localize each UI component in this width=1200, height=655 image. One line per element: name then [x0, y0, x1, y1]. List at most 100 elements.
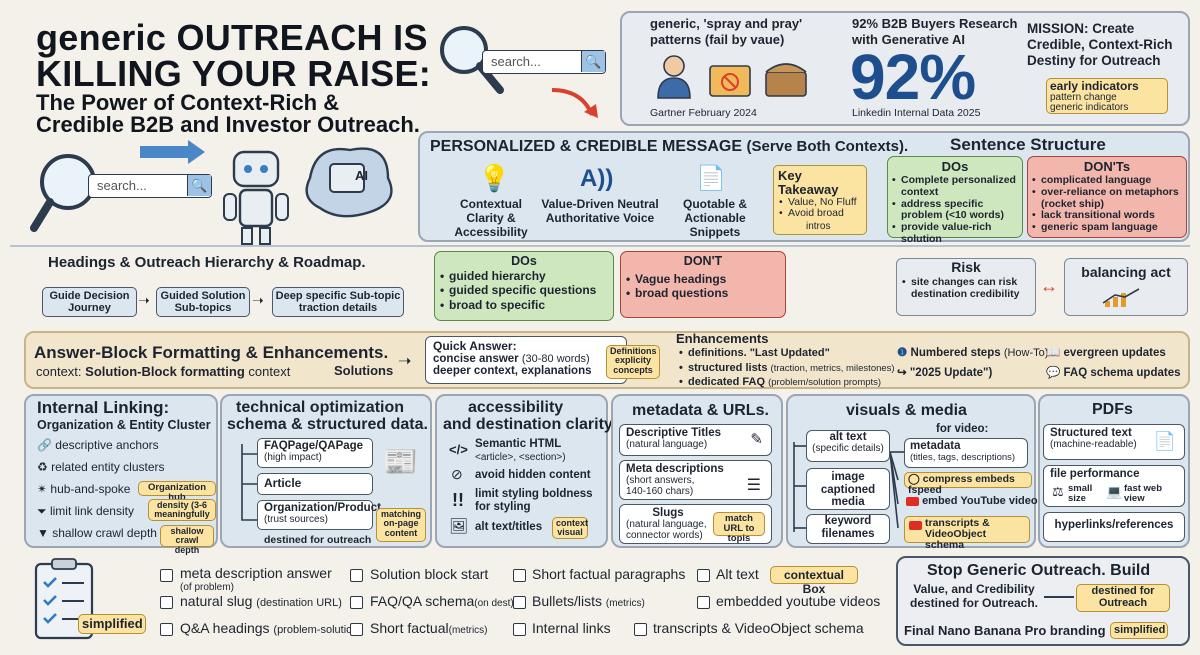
- meta-desc-label: Meta descriptions: [626, 463, 724, 475]
- code-icon: </>: [449, 442, 468, 457]
- enhancements-title: Enhancements: [676, 331, 769, 346]
- checkbox[interactable]: [160, 596, 173, 609]
- headings-dont-title: DON'T: [683, 254, 723, 268]
- search-icon[interactable]: 🔍: [581, 51, 605, 72]
- checkbox[interactable]: [160, 569, 173, 582]
- headings-dos-item: guided hierarchy: [439, 269, 609, 284]
- checkbox[interactable]: [350, 569, 363, 582]
- answer-context-prefix: context:: [36, 364, 82, 379]
- checklist-item[interactable]: embedded youtube videos: [716, 593, 881, 609]
- quick-answer-line1-small: (30-80 words): [521, 353, 590, 365]
- numbered-label: Numbered steps: [910, 347, 1001, 359]
- footer-dest-note: destined for Outreach: [1076, 584, 1170, 612]
- checklist-item[interactable]: Bullets/lists (metrics): [532, 593, 645, 609]
- filter-icon: ⏷: [37, 504, 47, 518]
- destined-label: destined for outreach: [264, 534, 372, 546]
- checkbox[interactable]: [350, 623, 363, 636]
- solutions-label: Solutions: [334, 363, 394, 378]
- search-bar-top[interactable]: search... 🔍: [482, 50, 606, 74]
- checklist-item[interactable]: FAQ/QA schema(on dest): [370, 593, 514, 609]
- definitions-note: Definitions explicity concepts: [606, 345, 660, 379]
- search-bar-left[interactable]: search... 🔍: [88, 174, 212, 198]
- search-icon[interactable]: 🔍: [187, 175, 211, 196]
- numbered-small: (How-To): [1003, 347, 1049, 359]
- linking-item: 🔗 descriptive anchors: [37, 438, 159, 452]
- enhancement-item: structured lists (traction, metrics, mil…: [678, 361, 895, 376]
- footer-sub: Value, and Credibility destined for Outr…: [909, 582, 1039, 610]
- magnifier-icon: [440, 26, 598, 118]
- update-label-row: ↪ "2025 Update"): [897, 365, 992, 379]
- checkbox[interactable]: [160, 623, 173, 636]
- descriptive-titles-small: (natural language): [626, 439, 708, 450]
- checkbox[interactable]: [697, 596, 710, 609]
- arrow-right-icon: ➝: [138, 292, 150, 308]
- voice-icon: A)): [580, 165, 614, 192]
- divider-line: [10, 245, 1190, 247]
- arrow-right-icon: ➝: [252, 292, 264, 308]
- faq-schema-row: 💬 FAQ schema updates: [1046, 365, 1181, 379]
- footer-simplified-note: simplified: [1110, 622, 1168, 639]
- search-input-left[interactable]: search...: [97, 178, 147, 193]
- alt-label: alt text/titles: [475, 521, 543, 533]
- checkbox[interactable]: [697, 569, 710, 582]
- checklist-item[interactable]: transcripts & VideoObject schema: [653, 620, 864, 636]
- enhancement-item: definitions. "Last Updated": [678, 346, 895, 361]
- pct-label: 92% B2B Buyers Research with Generative …: [852, 16, 1018, 47]
- schema-article: Article: [257, 473, 373, 495]
- context-note: context visual: [552, 517, 588, 539]
- person-folder-chest-icons: [657, 55, 807, 99]
- checkbox[interactable]: [513, 596, 526, 609]
- checklist-item-note: (of problem): [180, 582, 234, 593]
- pdf-icon: 📄: [1153, 431, 1176, 451]
- technical-title1: technical optimization: [236, 399, 405, 416]
- bulb-icon: 💡: [478, 163, 511, 193]
- search-illustration-top: search... 🔍: [432, 20, 612, 120]
- checkbox[interactable]: [513, 569, 526, 582]
- checklist-simplified-note: simplified: [78, 614, 146, 634]
- checklist-item[interactable]: natural slug (destination URL): [180, 593, 342, 609]
- headings-dos-title: DOs: [511, 254, 537, 268]
- checklist-item[interactable]: Short factual(metrics): [370, 620, 488, 636]
- transcripts-label: transcripts & VideoObject schema: [925, 517, 990, 552]
- sentence-dos-item: provide value-rich solution: [891, 221, 1019, 246]
- key-takeaway-item: Avoid broad: [778, 208, 862, 220]
- linking-item: ⏷ limit link density: [37, 504, 134, 518]
- checklist-item[interactable]: meta description answer: [180, 565, 332, 581]
- linking-title2: Organization & Entity Cluster: [37, 418, 211, 432]
- youtube-icon: [909, 521, 922, 530]
- checkbox[interactable]: [634, 623, 647, 636]
- hyperlinks-label: hyperlinks/references: [1054, 519, 1174, 531]
- checklist-item[interactable]: Internal links: [532, 620, 611, 636]
- growth-chart-icon: [1102, 288, 1140, 307]
- checkbox[interactable]: [513, 623, 526, 636]
- search-input-top[interactable]: search...: [491, 54, 541, 69]
- checklist-item[interactable]: Q&A headings (problem-solution): [180, 620, 363, 636]
- lines-icon: ☰: [746, 477, 761, 494]
- image-captioned-label: image captioned media: [820, 471, 876, 509]
- slugs-small: (natural language, connector words): [626, 519, 707, 541]
- transcripts-note: transcripts & VideoObject schema: [904, 516, 1030, 551]
- key-takeaway-note: Key Takeaway Value, No Fluff Avoid broad…: [773, 165, 867, 235]
- hero-subtitle-line2: Credible B2B and Investor Outreach.: [36, 112, 420, 137]
- numbered-icon: ❶: [897, 347, 908, 359]
- checklist-item[interactable]: Solution block start: [370, 566, 489, 582]
- checklist-item[interactable]: Short factual paragraphs: [532, 566, 686, 582]
- hub-note: Organization hub: [138, 481, 216, 502]
- metadata-title: metadata & URLs.: [632, 402, 769, 419]
- update-label: "2025 Update"): [909, 367, 993, 379]
- checklist-item[interactable]: Alt text: [716, 566, 759, 582]
- linking-item: ♻ related entity clusters: [37, 460, 165, 474]
- chat-icon: 💬: [1046, 367, 1061, 379]
- schema-faqpage-small: (high impact): [264, 452, 322, 463]
- quick-answer-box: Quick Answer: concise answer (30-80 word…: [425, 336, 627, 384]
- personalized-item1: Contextual Clarity & Accessibility: [454, 197, 528, 239]
- funnel-icon: ▼: [37, 526, 49, 540]
- arrow-right-icon: [1044, 596, 1074, 598]
- visuals-title: visuals & media: [846, 402, 967, 419]
- structured-text-label: Structured text: [1050, 427, 1132, 439]
- alt-text-small: (specific details): [812, 443, 884, 454]
- indicators-note-sub: pattern change generic indicators: [1050, 91, 1129, 114]
- sentence-donts-item: complicated language: [1031, 174, 1183, 187]
- checkbox[interactable]: [350, 596, 363, 609]
- document-icon: 📄: [696, 165, 726, 192]
